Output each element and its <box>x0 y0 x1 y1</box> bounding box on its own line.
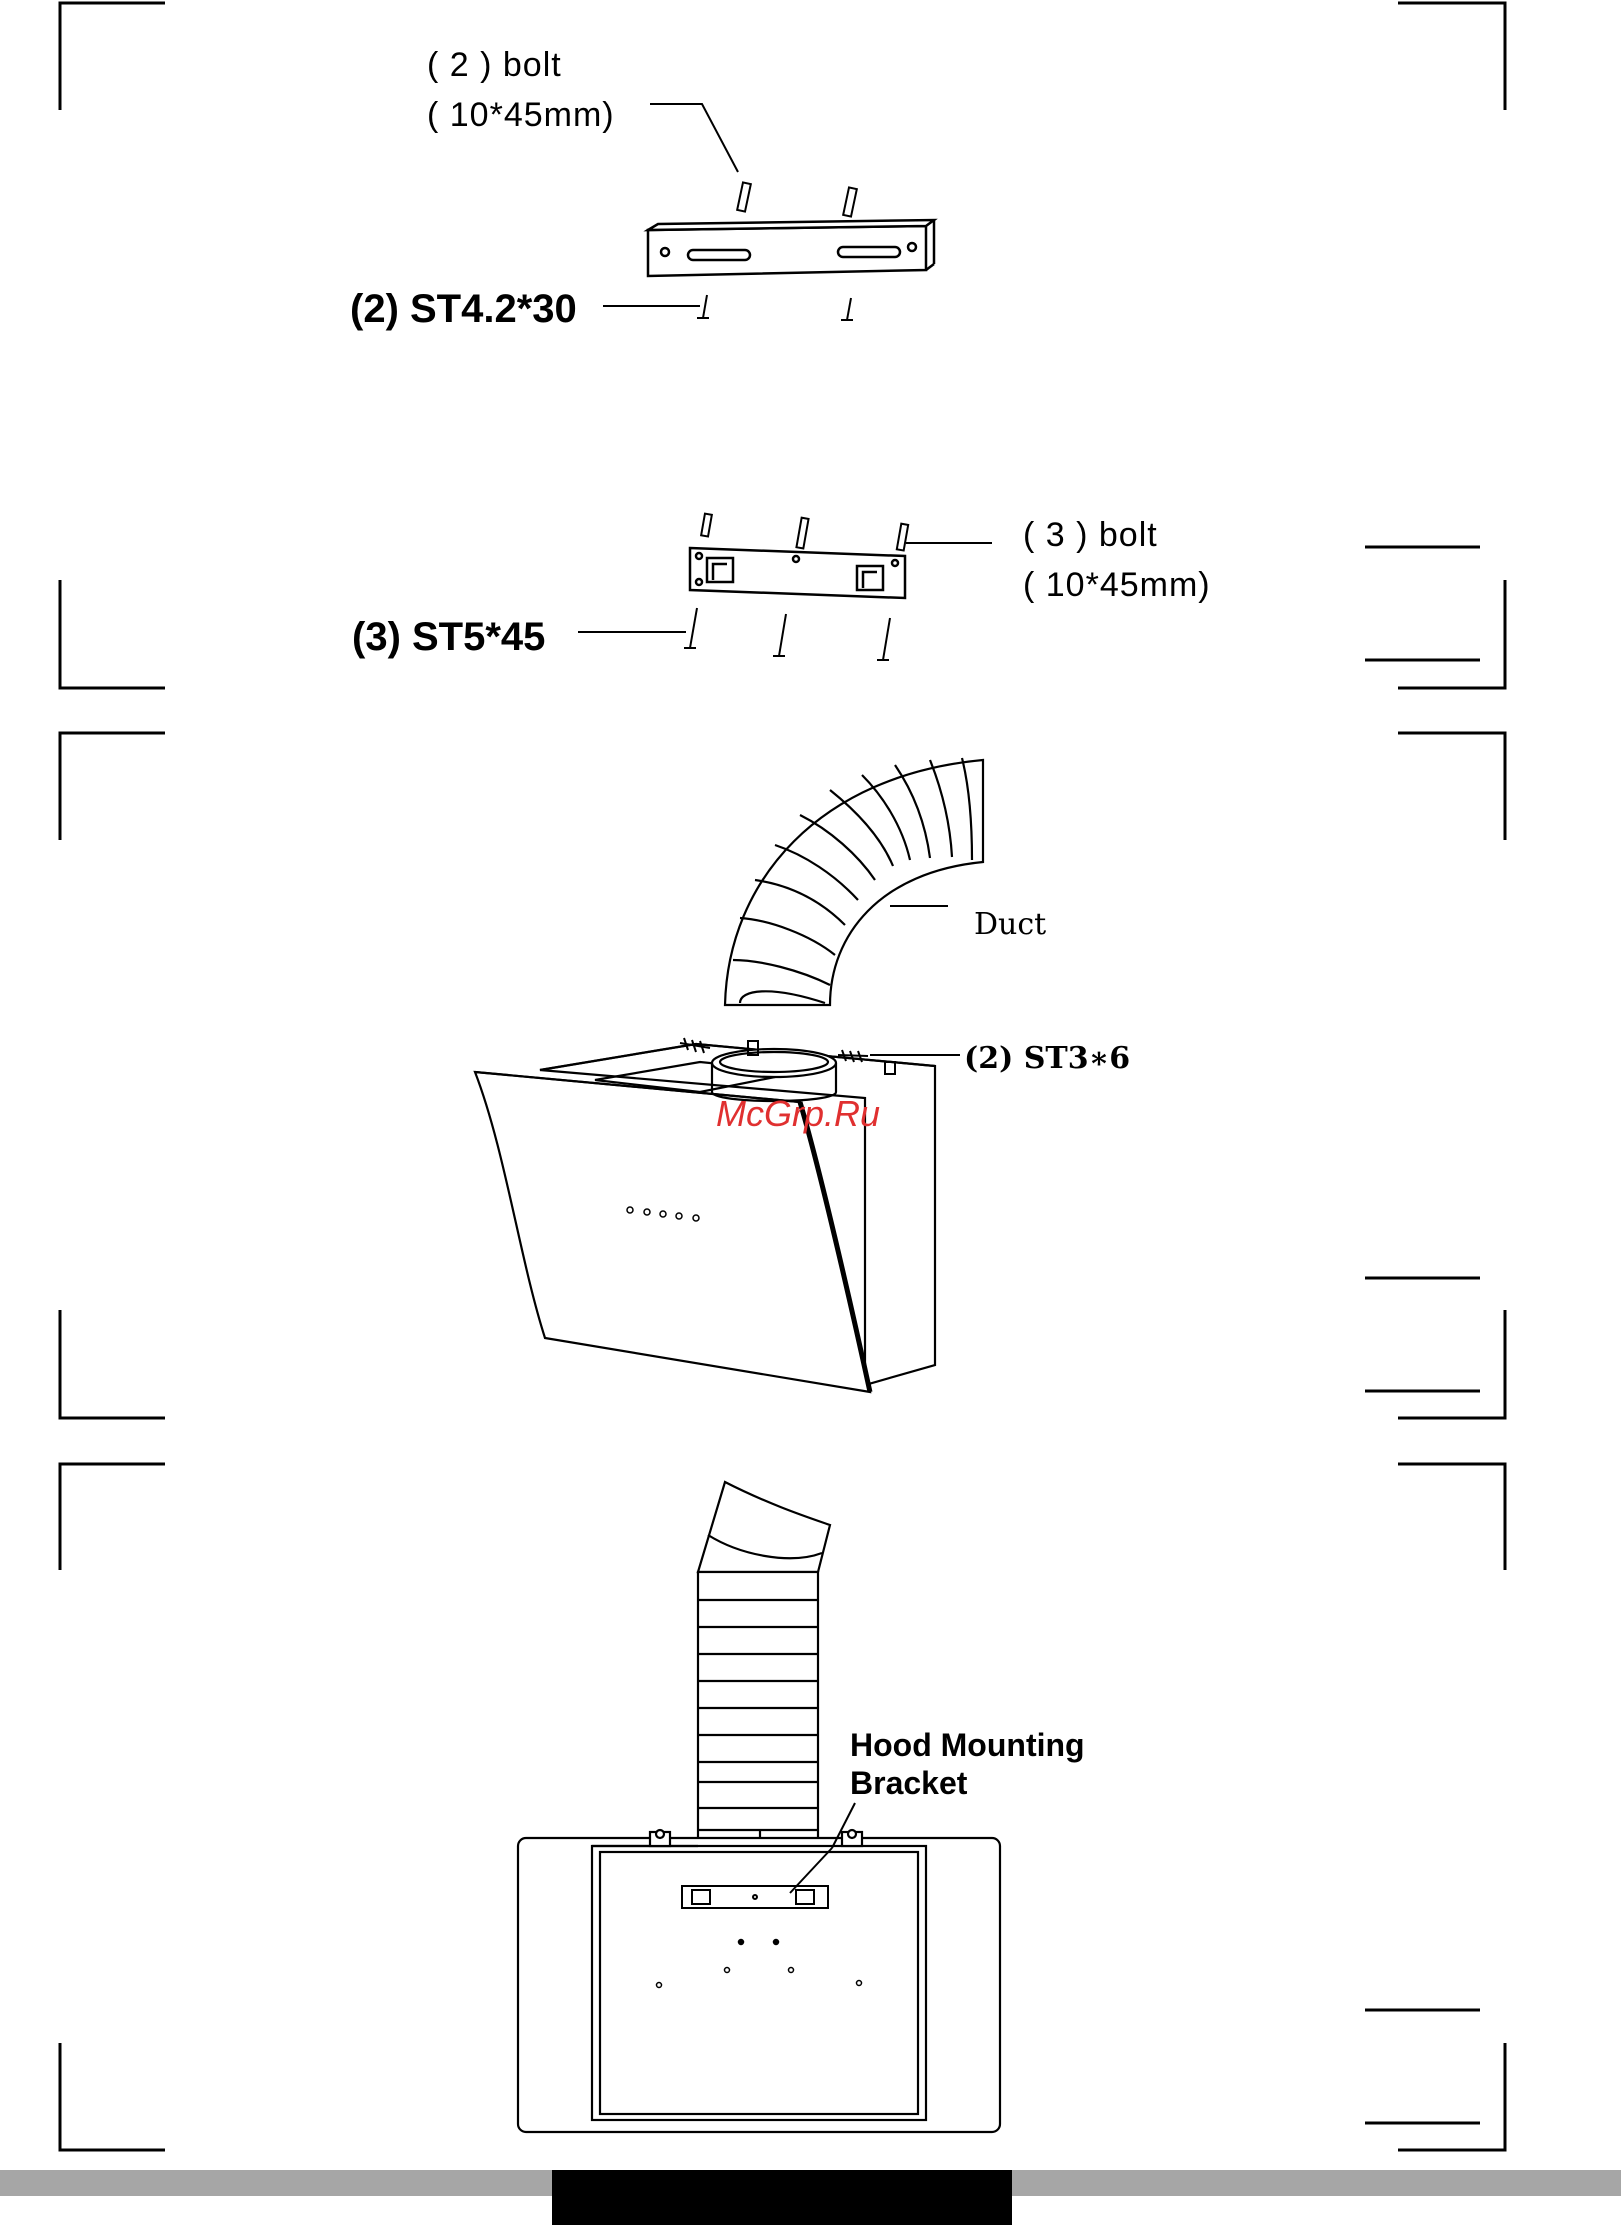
section-chimney-bracket: ( 2 ) bolt ( 10*45mm) (2) ST4.2*30 <box>350 46 934 331</box>
chimney-bracket-plate <box>648 220 934 276</box>
footer-black-block <box>552 2170 1012 2225</box>
screw-icon <box>684 608 890 660</box>
duct-label: Duct <box>974 907 1046 942</box>
cooker-hood-front <box>518 1830 1000 2132</box>
bolt-leader-top <box>650 104 738 172</box>
bolt-size-label-top: ( 10*45mm) <box>427 96 615 134</box>
bolt-label-top: ( 2 ) bolt <box>427 46 562 84</box>
bolt-label-mid: ( 3 ) bolt <box>1023 516 1158 554</box>
screw-label-duct: (2) ST3∗6 <box>964 1041 1130 1076</box>
footer-bar <box>0 2170 1621 2225</box>
watermark: McGrp.Ru <box>716 1093 880 1134</box>
curved-duct <box>725 758 983 1005</box>
screw-label-mid: (3) ST5*45 <box>352 615 545 659</box>
screw-label-top: (2) ST4.2*30 <box>350 287 577 331</box>
bolt-icon <box>701 514 908 551</box>
bolt-icon <box>737 182 857 216</box>
section-hood-bracket: ( 3 ) bolt ( 10*45mm) (3) ST5*45 <box>352 514 1211 660</box>
bracket-label-line1: Hood Mounting <box>850 1727 1085 1763</box>
section-hood-front: Hood Mounting Bracket <box>518 1482 1085 2132</box>
hood-bracket-plate <box>690 548 905 598</box>
screw-icon <box>697 295 853 320</box>
bolt-size-label-mid: ( 10*45mm) <box>1023 566 1211 604</box>
straight-duct <box>698 1482 830 1850</box>
hood-mounting-bracket <box>682 1886 828 1908</box>
bracket-label-line2: Bracket <box>850 1765 968 1801</box>
section-duct-fitting: Duct <box>475 758 1130 1392</box>
